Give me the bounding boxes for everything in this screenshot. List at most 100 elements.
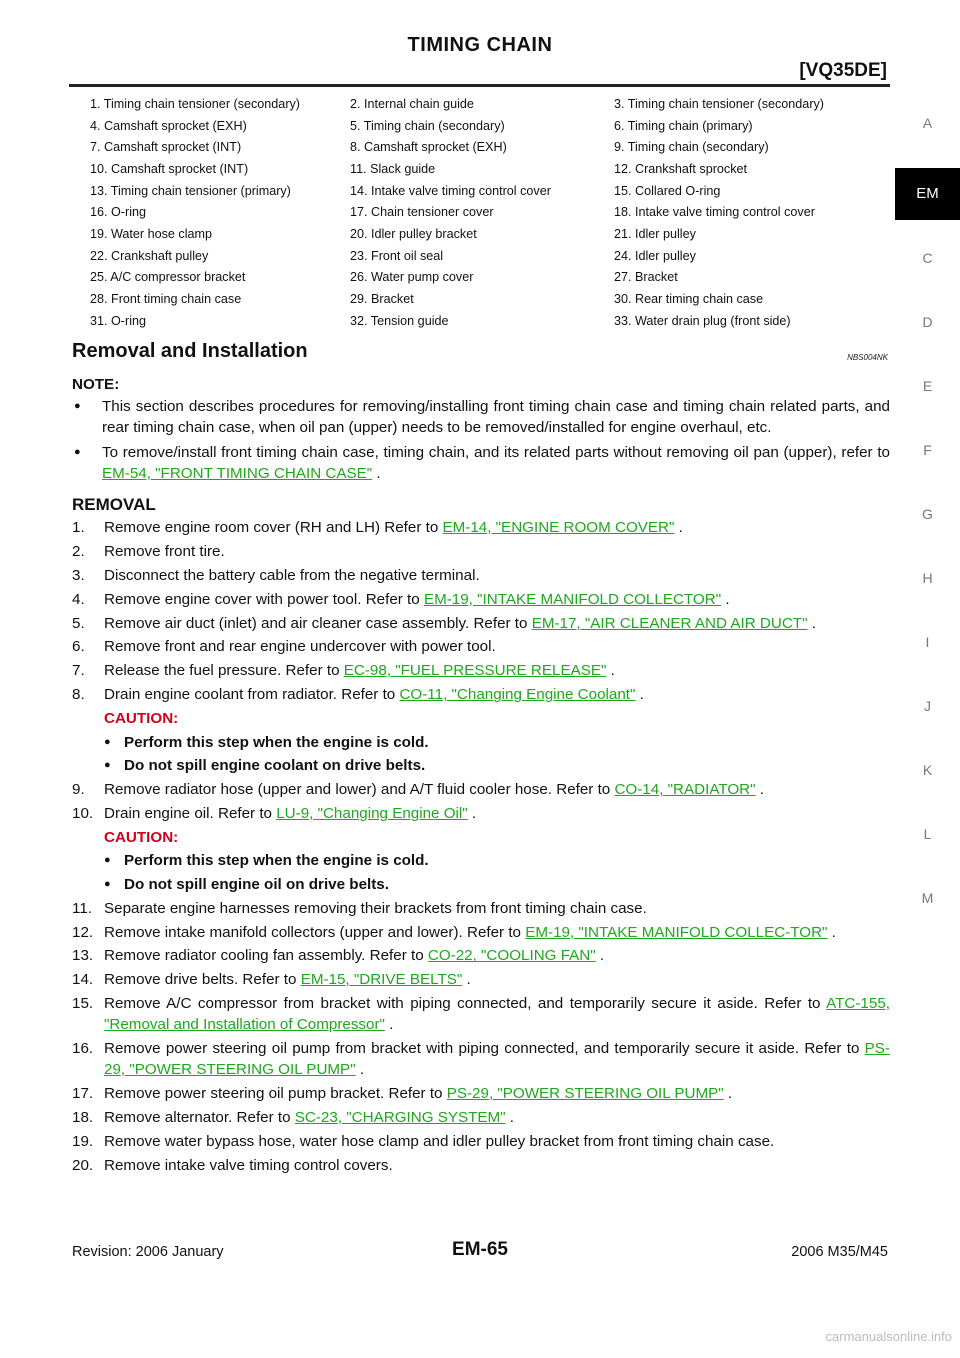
reference-link[interactable]: EM-17, "AIR CLEANER AND AIR DUCT" [531,614,808,632]
step-text: Remove front tire. [104,542,225,560]
step-number: 16. [72,1040,94,1058]
step-text: Drain engine coolant from radiator. Refe… [104,686,400,704]
step-number: 4. [72,590,85,608]
reference-link[interactable]: CO-11, "Changing Engine Coolant" [399,686,636,704]
note-text-after: . [372,465,381,482]
section-tab-d[interactable]: D [922,314,933,330]
section-tab-k[interactable]: K [922,762,933,778]
removal-step: 10.Drain engine oil. Refer to LU-9, "Cha… [72,803,890,824]
step-text: Drain engine oil. Refer to [104,804,277,822]
section-tab-j[interactable]: J [924,698,931,714]
section-tab-l[interactable]: L [923,826,932,842]
header-divider [69,84,890,87]
step-text: Separate engine harnesses removing their… [104,899,647,917]
step-text: Remove front and rear engine undercover … [104,638,496,656]
part-entry: 15. Collared O-ring [614,183,721,198]
part-entry: 26. Water pump cover [350,270,474,285]
parts-row: 1. Timing chain tensioner (secondary)2. … [90,93,890,115]
step-text-after: . [384,1016,394,1034]
removal-step: 8. Drain engine coolant from radiator. Re… [72,684,890,705]
part-entry: 27. Bracket [614,270,678,285]
section-tab-i[interactable]: I [925,634,930,650]
removal-step: 12.Remove intake manifold collectors (up… [72,922,890,943]
part-entry: 24. Idler pulley [614,248,696,263]
step-number: 3. [72,566,85,584]
caution-block: CAUTION:Perform this step when the engin… [72,827,890,895]
step-text: Release the fuel pressure. Refer to [104,662,344,680]
step-text: Remove engine cover with power tool. Ref… [104,590,424,608]
reference-link[interactable]: EC-98, "FUEL PRESSURE RELEASE" [343,662,607,680]
reference-link[interactable]: EM-14, "ENGINE ROOM COVER" [442,519,675,536]
reference-link[interactable]: PS-29, "POWER STEERING OIL PUMP" [104,1040,890,1079]
parts-row: 10. Camshaft sprocket (INT)11. Slack gui… [90,158,890,180]
part-entry: 9. Timing chain (secondary) [614,140,769,155]
reference-link[interactable]: EM-15, "DRIVE BELTS" [300,971,463,989]
step-text: Remove radiator hose (upper and lower) a… [104,781,615,799]
removal-step: 7.Release the fuel pressure. Refer to EC… [72,660,890,681]
step-text: Remove engine room cover (RH and LH) Ref… [104,519,443,536]
reference-link[interactable]: EM-19, "INTAKE MANIFOLD COLLECTOR" [423,590,722,608]
reference-link[interactable]: CO-14, "RADIATOR" [614,781,756,799]
caution-label: CAUTION: [104,828,179,846]
step-text: Remove drive belts. Refer to [104,971,301,989]
reference-link[interactable]: ATC-155, "Removal and Installation of Co… [104,995,890,1034]
engine-model-label: [VQ35DE] [799,60,887,81]
section-tab-a[interactable]: A [922,115,933,131]
part-entry: 3. Timing chain tensioner (secondary) [614,96,824,111]
step-text-after: . [827,923,836,941]
part-entry: 11. Slack guide [350,161,436,176]
page-title: TIMING CHAIN [407,34,553,56]
removal-step: 13.Remove radiator cooling fan assembly.… [72,945,890,966]
removal-step: 15. Remove A/C compressor from bracket wi… [72,993,890,1035]
reference-link[interactable]: LU-9, "Changing Engine Oil" [276,804,468,822]
section-tab-m[interactable]: M [921,890,934,906]
removal-step: 3.Disconnect the battery cable from the … [72,565,890,586]
section-tab-h[interactable]: H [922,570,933,586]
reference-link[interactable]: EM-19, "INTAKE MANIFOLD COLLEC-TOR" [525,923,828,941]
parts-row: 7. Camshaft sprocket (INT) 8. Camshaft sp… [90,136,890,158]
caution-item: Do not spill engine oil on drive belts. [104,874,890,895]
step-text-after: . [595,947,605,965]
part-entry: 31. O-ring [90,313,146,328]
step-number: 5. [72,614,85,632]
step-text: Remove air duct (inlet) and air cleaner … [104,614,532,632]
part-entry: 8. Camshaft sprocket (EXH) [350,140,507,155]
removal-step: 16.Remove power steering oil pump from b… [72,1038,890,1080]
reference-link[interactable]: PS-29, "POWER STEERING OIL PUMP" [446,1085,724,1103]
part-entry: 7. Camshaft sprocket (INT) [90,140,242,155]
step-text-after: . [674,519,683,536]
step-text: Remove A/C compressor from bracket with … [104,995,827,1013]
step-text: Remove alternator. Refer to [104,1108,295,1126]
part-entry: 16. O-ring [90,205,146,220]
reference-link[interactable]: EM-54, "FRONT TIMING CHAIN CASE" [102,465,373,482]
section-tab-f[interactable]: F [923,442,932,458]
section-tab-c[interactable]: C [922,250,933,266]
step-number: 12. [72,923,94,941]
section-tab-e[interactable]: E [922,378,933,394]
part-entry: 32. Tension guide [350,313,449,328]
reference-link[interactable]: CO-22, "COOLING FAN" [427,947,596,965]
parts-legend-table: 1. Timing chain tensioner (secondary)2. … [90,93,890,332]
part-entry: 19. Water hose clamp [90,226,213,241]
part-entry: 13. Timing chain tensioner (primary) [90,183,291,198]
section-code: NBS004NK [847,353,888,362]
section-tab-g[interactable]: G [922,506,933,522]
parts-row: 4. Camshaft sprocket (EXH)5. Timing chai… [90,115,890,137]
reference-link[interactable]: SC-23, "CHARGING SYSTEM" [294,1108,506,1126]
removal-step: 1.Remove engine room cover (RH and LH) R… [72,517,890,538]
part-entry: 17. Chain tensioner cover [350,205,494,220]
step-text: Remove water bypass hose, water hose cla… [104,1132,775,1150]
parts-row: 13. Timing chain tensioner (primary)14. … [90,180,890,202]
step-number: 9. [72,781,85,799]
part-entry: 4. Camshaft sprocket (EXH) [90,118,247,133]
note-text: To remove/install front timing chain cas… [102,444,890,461]
step-number: 13. [72,947,94,965]
step-number: 15. [72,995,94,1013]
removal-step: 2.Remove front tire. [72,541,890,562]
step-number: 8. [72,686,85,704]
section-tab-em[interactable]: EM [895,168,960,220]
